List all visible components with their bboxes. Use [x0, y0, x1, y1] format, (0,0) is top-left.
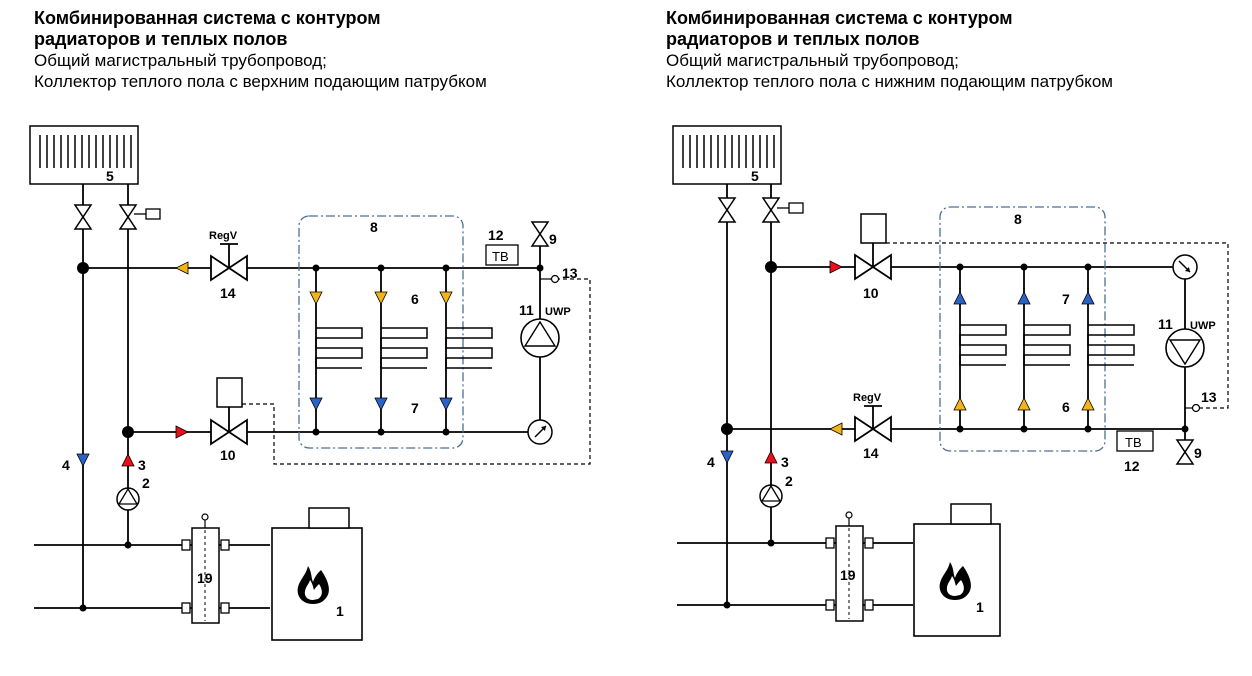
label-12: 12	[1124, 458, 1140, 474]
label-3: 3	[138, 457, 146, 473]
floor-loop-icon	[315, 327, 363, 369]
label-10: 10	[863, 285, 879, 301]
boiler-pump-icon	[116, 487, 140, 511]
label-5: 5	[106, 168, 114, 184]
label-12: 12	[488, 227, 504, 243]
right-subtitle-line2: Коллектор теплого пола с нижним подающим…	[666, 72, 1113, 91]
label-13: 13	[1201, 389, 1217, 405]
shutoff-valve-icon	[718, 197, 736, 223]
label-3: 3	[781, 454, 789, 470]
left-subtitle-line2: Коллектор теплого пола с верхним подающи…	[34, 72, 487, 91]
label-8: 8	[370, 219, 378, 235]
label-11: 11	[519, 302, 534, 318]
right-title-line1: Комбинированная система с контуром	[666, 8, 1013, 28]
label-2: 2	[142, 475, 150, 491]
actuator-icon	[860, 213, 887, 244]
zone-boundary	[939, 206, 1106, 452]
label-tb: ТВ	[492, 249, 509, 264]
boiler-icon	[271, 507, 363, 641]
hydraulic-separator-icon	[825, 511, 874, 622]
label-11: 11	[1158, 316, 1173, 332]
label-10: 10	[220, 447, 236, 463]
left-title-line1: Комбинированная система с контуром	[34, 8, 381, 28]
label-13: 13	[562, 265, 578, 281]
left-diagram-header: Комбинированная система с контуром радиа…	[34, 8, 487, 92]
thermostat-box	[485, 244, 519, 266]
right-title-line2: радиаторов и теплых полов	[666, 29, 920, 49]
label-9: 9	[1194, 445, 1202, 461]
label-14: 14	[863, 445, 879, 461]
label-8: 8	[1014, 211, 1022, 227]
shutoff-valve-icon	[119, 204, 137, 230]
floor-loop-icon	[380, 327, 428, 369]
label-regv: RegV	[853, 392, 882, 404]
label-9: 9	[549, 231, 557, 247]
thermometer-gauge-icon	[527, 419, 553, 445]
right-diagram-header: Комбинированная система с контуром радиа…	[666, 8, 1113, 92]
label-uwp: UWP	[545, 306, 571, 318]
left-title-line2: радиаторов и теплых полов	[34, 29, 288, 49]
hydraulic-separator-icon	[181, 513, 230, 624]
right-subtitle-line1: Общий магистральный трубопровод;	[666, 51, 959, 70]
label-7: 7	[411, 400, 419, 416]
left-subtitle-line1: Общий магистральный трубопровод;	[34, 51, 327, 70]
label-1: 1	[336, 603, 344, 619]
label-6: 6	[1062, 399, 1070, 415]
label-19: 19	[197, 570, 213, 586]
boiler-icon	[913, 503, 1001, 637]
radiator-icon	[672, 125, 782, 185]
thermostat-box	[1116, 430, 1154, 452]
thermometer-gauge-icon	[1172, 254, 1198, 280]
actuator-icon	[216, 377, 243, 408]
label-4: 4	[62, 457, 70, 473]
label-6: 6	[411, 291, 419, 307]
label-1: 1	[976, 599, 984, 615]
radiator-icon	[29, 125, 139, 185]
circulation-pump-icon	[520, 318, 560, 358]
label-tb: ТВ	[1125, 435, 1142, 450]
left-diagram: 5 RegV 14	[29, 125, 591, 641]
right-diagram: 5 10	[672, 125, 1229, 637]
label-4: 4	[707, 454, 715, 470]
air-vent-valve-icon	[531, 221, 549, 247]
floor-loop-icon	[1023, 324, 1071, 366]
label-2: 2	[785, 473, 793, 489]
label-19: 19	[840, 567, 856, 583]
label-uwp: UWP	[1190, 320, 1216, 332]
shutoff-valve-icon	[74, 204, 92, 230]
floor-loop-icon	[959, 324, 1007, 366]
label-7: 7	[1062, 291, 1070, 307]
label-regv: RegV	[209, 230, 238, 242]
floor-loop-icon	[445, 327, 493, 369]
label-14: 14	[220, 285, 236, 301]
boiler-pump-icon	[759, 484, 783, 508]
circulation-pump-icon	[1165, 328, 1205, 368]
label-5: 5	[751, 168, 759, 184]
air-vent-valve-icon	[1176, 439, 1194, 465]
shutoff-valve-icon	[762, 197, 780, 223]
floor-loop-icon	[1087, 324, 1135, 366]
zone-boundary	[298, 215, 464, 449]
